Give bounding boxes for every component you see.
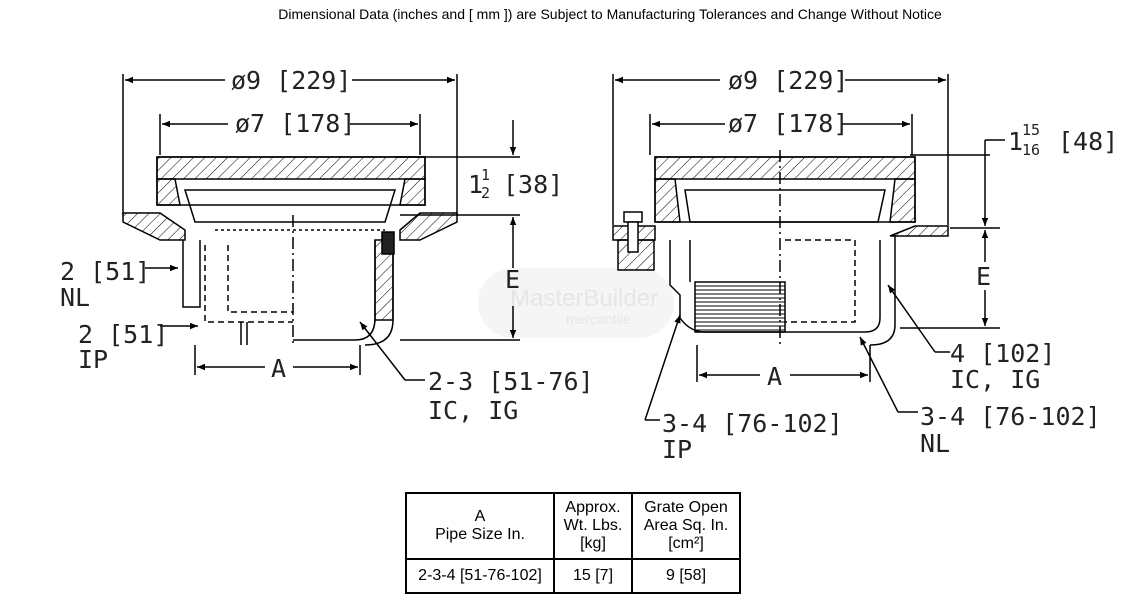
right-nl-size: 3-4 [76-102] xyxy=(920,402,1101,431)
header-line: Grate Open xyxy=(644,499,728,516)
right-nl-tag: NL xyxy=(920,429,950,458)
left-dia-inner: ø7 [178] xyxy=(235,109,355,138)
header-weight: Approx. Wt. Lbs. [kg] xyxy=(553,492,633,560)
left-dia-outer: ø9 [229] xyxy=(231,66,351,95)
notice-text: Dimensional Data (inches and [ mm ]) are… xyxy=(278,6,942,22)
left-ic-tag: IC, IG xyxy=(428,396,518,425)
right-depth-num: 15 xyxy=(1022,121,1040,139)
left-depth-whole: 1 xyxy=(468,170,483,199)
right-ic-tag: IC, IG xyxy=(950,365,1040,394)
left-ip-tag: IP xyxy=(78,345,108,374)
right-e-label: E xyxy=(976,262,991,291)
table-header-row: A Pipe Size In. Approx. Wt. Lbs. [kg] Gr… xyxy=(405,492,741,560)
right-depth-den: 16 xyxy=(1022,141,1040,159)
left-drain-drawing xyxy=(122,74,520,381)
right-depth-mm: [48] xyxy=(1058,127,1118,156)
left-depth-den: 2 xyxy=(481,184,490,202)
left-nl-size: 2 [51] xyxy=(60,257,150,286)
header-line: Wt. Lbs. xyxy=(563,517,623,534)
left-depth-mm: [38] xyxy=(503,170,563,199)
header-line: Pipe Size In. xyxy=(435,526,525,543)
header-grate-area: Grate Open Area Sq. In. [cm²] xyxy=(631,492,741,560)
cell-weight: 15 [7] xyxy=(553,558,633,594)
table-row: 2-3-4 [51-76-102] 15 [7] 9 [58] xyxy=(405,558,741,594)
cell-pipe-size: 2-3-4 [51-76-102] xyxy=(405,558,555,594)
right-dia-inner: ø7 [178] xyxy=(728,109,848,138)
left-depth-num: 1 xyxy=(481,166,490,184)
left-a-label: A xyxy=(271,354,286,383)
right-ip-tag: IP xyxy=(662,435,692,464)
left-ip-size: 2 [51] xyxy=(78,320,168,349)
watermark-badge xyxy=(478,268,674,338)
right-dia-outer: ø9 [229] xyxy=(728,66,848,95)
cell-grate-area: 9 [58] xyxy=(631,558,741,594)
header-line: A xyxy=(474,508,486,525)
right-ic-size: 4 [102] xyxy=(950,339,1055,368)
header-pipe-size: A Pipe Size In. xyxy=(405,492,555,560)
right-drain-drawing xyxy=(612,74,1005,421)
watermark-line2: mercantile xyxy=(566,311,631,327)
header-line: Area Sq. In. xyxy=(643,517,729,534)
right-a-label: A xyxy=(767,362,782,391)
header-line: [cm²] xyxy=(668,535,704,552)
left-nl-tag: NL xyxy=(60,283,90,312)
spec-table: A Pipe Size In. Approx. Wt. Lbs. [kg] Gr… xyxy=(405,492,741,594)
header-line: Approx. xyxy=(565,499,621,516)
right-ip-size: 3-4 [76-102] xyxy=(662,409,843,438)
left-e-label: E xyxy=(505,265,520,294)
right-depth-whole: 1 xyxy=(1008,127,1023,156)
left-ic-size: 2-3 [51-76] xyxy=(428,367,594,396)
watermark-line1: MasterBuilder xyxy=(510,285,658,312)
header-line: [kg] xyxy=(580,535,606,552)
